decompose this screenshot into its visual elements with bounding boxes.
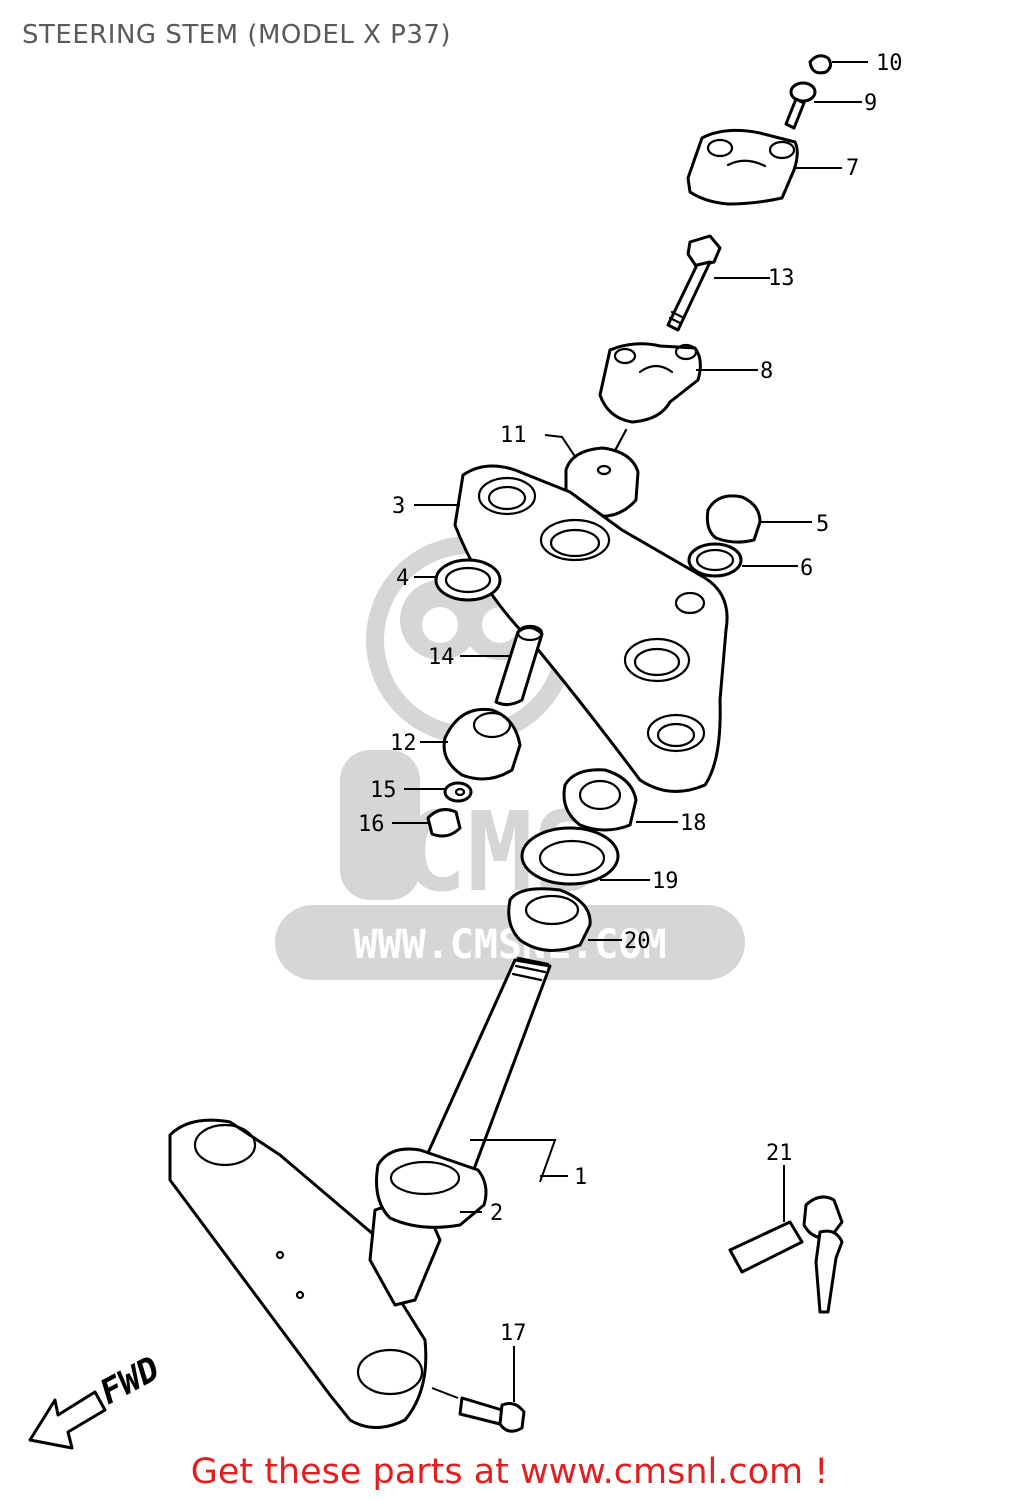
fwd-label: FWD bbox=[93, 1349, 166, 1413]
part-9-bolt bbox=[784, 81, 862, 130]
callout-19: 19 bbox=[652, 869, 679, 894]
part-1-steering-stem bbox=[168, 956, 568, 1429]
footer-link[interactable]: Get these parts at www.cmsnl.com ! bbox=[190, 1452, 829, 1492]
callout-14: 14 bbox=[428, 645, 455, 670]
part-3-upper-bracket bbox=[414, 464, 729, 793]
part-11-damper bbox=[544, 434, 640, 518]
callout-7: 7 bbox=[846, 156, 859, 181]
part-15-washer bbox=[404, 781, 473, 803]
watermark-url: WWW.CMSNL.COM bbox=[353, 922, 666, 968]
callout-6: 6 bbox=[800, 556, 813, 581]
part-7-holder-upper bbox=[686, 128, 842, 206]
part-8-holder-lower bbox=[598, 342, 758, 462]
part-16-nut bbox=[392, 808, 462, 838]
part-10-cap bbox=[808, 54, 868, 75]
part-4-washer bbox=[414, 558, 502, 602]
callout-15: 15 bbox=[370, 778, 397, 803]
callout-21: 21 bbox=[766, 1141, 793, 1166]
callout-8: 8 bbox=[760, 359, 773, 384]
part-20-bearing bbox=[507, 887, 622, 952]
part-2-lower-bearing bbox=[375, 1147, 488, 1229]
callout-4: 4 bbox=[396, 566, 409, 591]
part-14-pin bbox=[460, 624, 544, 707]
callout-17: 17 bbox=[500, 1321, 527, 1346]
part-13-bolt bbox=[666, 234, 770, 332]
callout-16: 16 bbox=[358, 812, 385, 837]
fwd-arrow: FWD bbox=[28, 1349, 166, 1450]
part-6-washer bbox=[687, 542, 798, 578]
part-5-cap-nut bbox=[705, 494, 812, 544]
callout-20: 20 bbox=[624, 929, 651, 954]
callout-2: 2 bbox=[490, 1201, 503, 1226]
callout-12: 12 bbox=[390, 731, 417, 756]
callout-13: 13 bbox=[768, 266, 795, 291]
part-18-steering-nut bbox=[562, 768, 678, 832]
callout-9: 9 bbox=[864, 91, 877, 116]
callout-10: 10 bbox=[876, 51, 903, 76]
callout-11: 11 bbox=[500, 423, 527, 448]
part-21-key-lock bbox=[728, 1165, 844, 1314]
callout-5: 5 bbox=[816, 512, 829, 537]
callout-18: 18 bbox=[680, 811, 707, 836]
callout-1: 1 bbox=[574, 1165, 587, 1190]
part-12-bearing bbox=[420, 707, 522, 781]
part-17-bolt bbox=[431, 1346, 526, 1433]
page-title: STEERING STEM (MODEL X P37) bbox=[22, 20, 452, 50]
part-19-dust-seal bbox=[520, 826, 650, 886]
callout-3: 3 bbox=[392, 494, 405, 519]
